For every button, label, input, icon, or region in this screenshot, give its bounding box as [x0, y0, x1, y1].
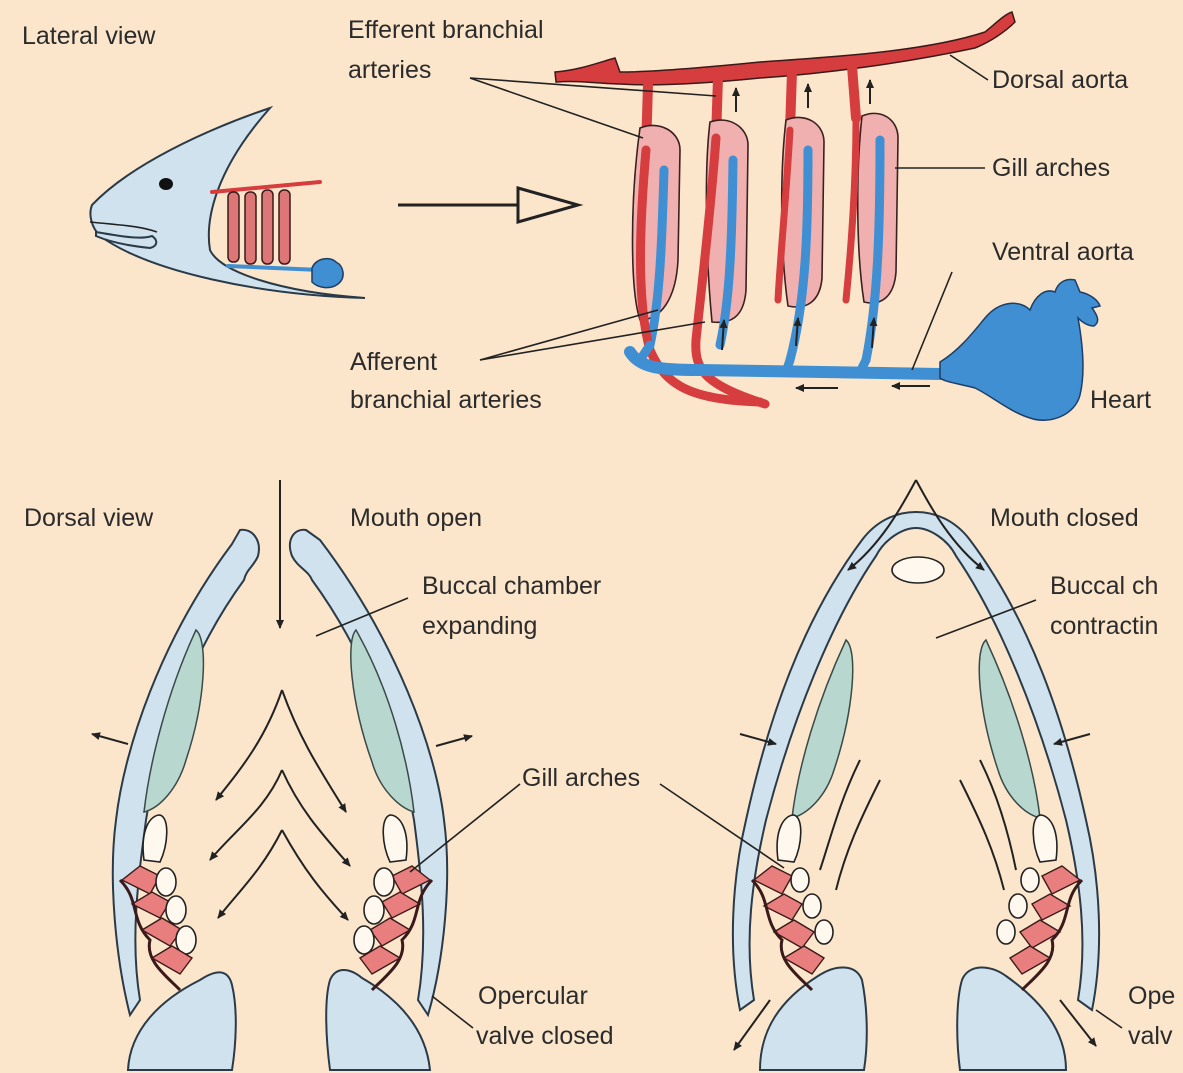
- label-opercular-closed-2: valve closed: [476, 1022, 614, 1050]
- label-buccal-expanding-1: Buccal chamber: [422, 572, 601, 600]
- label-gill-arches-mid: Gill arches: [522, 764, 640, 792]
- label-opercular-closed-1: Opercular: [478, 982, 588, 1010]
- label-efferent-1: Efferent branchial: [348, 16, 544, 44]
- label-dorsal-aorta: Dorsal aorta: [992, 66, 1128, 94]
- label-mouth-closed: Mouth closed: [990, 504, 1139, 532]
- transition-arrow: [398, 188, 578, 222]
- label-lateral-view: Lateral view: [22, 22, 156, 50]
- dorsal-view-mouth-closed: [660, 480, 1122, 1070]
- label-buccal-contracting-2: contractin: [1050, 612, 1158, 640]
- label-dorsal-view: Dorsal view: [24, 504, 154, 532]
- label-opercular-open-1: Ope: [1128, 982, 1175, 1010]
- label-ventral-aorta: Ventral aorta: [992, 238, 1134, 266]
- label-afferent-2: branchial arteries: [350, 386, 542, 414]
- dorsal-view-mouth-open: [92, 480, 520, 1070]
- fish-head-lateral: [90, 108, 365, 298]
- mini-gill-arches: [228, 190, 290, 264]
- label-heart: Heart: [1090, 386, 1151, 414]
- label-afferent-1: Afferent: [350, 348, 437, 376]
- label-efferent-2: arteries: [348, 56, 431, 84]
- label-gill-arches-top: Gill arches: [992, 154, 1110, 182]
- label-buccal-expanding-2: expanding: [422, 612, 537, 640]
- label-opercular-open-2: valv: [1128, 1022, 1173, 1050]
- label-mouth-open: Mouth open: [350, 504, 482, 532]
- label-buccal-contracting-1: Buccal ch: [1050, 572, 1158, 600]
